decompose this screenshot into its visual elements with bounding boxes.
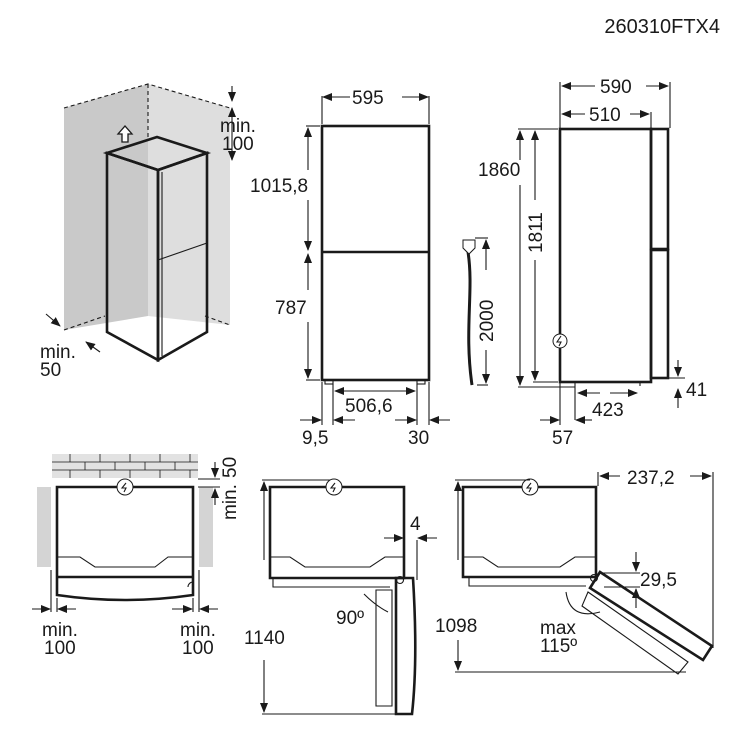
- feet-depth-value: 423: [592, 400, 624, 421]
- right-side-wall: [199, 487, 213, 567]
- power-socket-icon: [552, 333, 568, 349]
- body-depth-value: 510: [589, 105, 621, 126]
- model-code: 260310FTX4: [604, 16, 720, 38]
- left-clearance-value: 100: [44, 638, 76, 659]
- right-clearance-value: 100: [182, 638, 214, 659]
- door-115-overhang-value: 237,2: [627, 468, 675, 489]
- side-clearance-label: min.: [40, 342, 76, 363]
- left-clearance-label: min.: [42, 620, 78, 641]
- top-clearance-value: 100: [222, 134, 254, 155]
- side-clearance-value: 50: [40, 360, 61, 381]
- feet-span-value: 506,6: [345, 396, 393, 417]
- left-side-wall: [37, 487, 51, 567]
- door-115-offset-value: 29,5: [640, 570, 677, 591]
- door-115-depth-value: 1098: [435, 616, 477, 637]
- body-height-value: 1811: [526, 212, 547, 253]
- power-cable: 2000: [462, 237, 498, 386]
- power-socket-icon: [325, 478, 343, 496]
- power-socket-icon: [116, 478, 134, 496]
- door-115-angle-label: max: [540, 618, 576, 639]
- upper-height-value: 1015,8: [250, 176, 308, 197]
- lower-height-value: 787: [275, 298, 307, 319]
- top-view-clearance: min. 50 min. 100 min. 100: [32, 454, 241, 659]
- plug-icon: [462, 239, 476, 255]
- isometric-view: min. 100 min. 50: [40, 83, 256, 381]
- door-115-angle-value: 115º: [540, 636, 577, 657]
- left-offset-value: 9,5: [302, 428, 328, 449]
- up-arrow-icon: [116, 125, 134, 143]
- door-90-angle: 90º: [336, 608, 364, 629]
- total-depth-value: 590: [600, 77, 632, 98]
- side-view: 590 510 1860 1811 423 57 41: [478, 77, 707, 449]
- right-clearance-label: min.: [180, 620, 216, 641]
- right-offset-value: 30: [408, 428, 429, 449]
- rear-offset-value: 57: [552, 428, 573, 449]
- front-width-value: 595: [352, 88, 384, 109]
- door-90-depth-value: 1140: [244, 628, 285, 649]
- door-open-90-view: 90º 1140 4: [244, 478, 437, 716]
- top-clearance-label: min.: [220, 116, 256, 137]
- rear-clearance-label: min.: [220, 484, 241, 520]
- power-socket-icon: [521, 478, 539, 496]
- cable-length-value: 2000: [477, 300, 498, 342]
- rear-clearance-value: 50: [220, 457, 241, 478]
- front-view: 595 1015,8 787 506,6 9,5 30: [250, 88, 450, 449]
- door-90-gap-value: 4: [410, 514, 421, 535]
- rear-brick-wall: [52, 454, 198, 478]
- rear-wall: [148, 84, 230, 325]
- door-bottom-offset-value: 41: [686, 380, 707, 401]
- total-height-value: 1860: [478, 160, 520, 181]
- door-open-115-view: max 115º 1098 237,2 29,5: [435, 468, 714, 675]
